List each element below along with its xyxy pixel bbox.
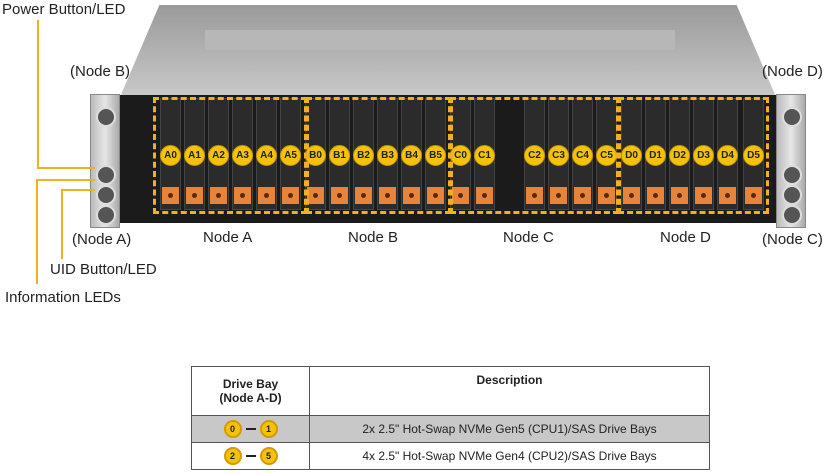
- bay-badge: 0: [223, 420, 242, 438]
- uid-leader-line: [61, 189, 95, 191]
- bay-badge: 5: [259, 447, 278, 465]
- node-c-box: [450, 97, 619, 214]
- drive-release-handle[interactable]: [574, 187, 591, 204]
- drive-release-handle[interactable]: [186, 187, 203, 204]
- drive-release-handle[interactable]: [210, 187, 227, 204]
- bay-label: A0: [160, 145, 181, 166]
- power-button[interactable]: [782, 165, 802, 185]
- bay-label: A3: [232, 145, 253, 166]
- bay-label: B5: [425, 145, 446, 166]
- drive-release-handle[interactable]: [647, 187, 664, 204]
- bay-label: B3: [377, 145, 398, 166]
- drive-release-handle[interactable]: [598, 187, 615, 204]
- node-b-label: Node B: [348, 229, 399, 246]
- uid-button[interactable]: [782, 185, 802, 205]
- power-callout: Power Button/LED: [2, 1, 126, 18]
- bay-label: D4: [717, 145, 738, 166]
- drive-release-handle[interactable]: [234, 187, 251, 204]
- bay-label: A1: [184, 145, 205, 166]
- node-a-label: Node A: [203, 229, 253, 246]
- bay-label: C2: [524, 145, 545, 166]
- drive-release-handle[interactable]: [526, 187, 543, 204]
- bay-label: D1: [645, 145, 666, 166]
- left-control-ear: [90, 94, 120, 228]
- power-leader-line: [37, 20, 39, 168]
- bay-label: D5: [743, 145, 764, 166]
- led-icon: [782, 107, 802, 127]
- node-c-callout: (Node C): [762, 231, 823, 248]
- right-control-ear: [776, 94, 806, 228]
- node-b-callout: (Node B): [70, 63, 131, 80]
- node-d-callout: (Node D): [762, 63, 823, 80]
- drive-release-handle[interactable]: [282, 187, 299, 204]
- drive-release-handle[interactable]: [331, 187, 348, 204]
- bay-label: C4: [572, 145, 593, 166]
- header-drive-bay: Drive Bay (Node A-D): [191, 366, 310, 416]
- drive-release-handle[interactable]: [719, 187, 736, 204]
- header-description: Description: [309, 366, 710, 416]
- bay-label: A4: [256, 145, 277, 166]
- bay-label: C5: [596, 145, 617, 166]
- info-leader-line: [36, 179, 95, 181]
- bay-badge: 1: [259, 420, 278, 438]
- bay-label: B0: [305, 145, 326, 166]
- chassis-vent: [205, 30, 675, 50]
- node-d-box: [618, 97, 769, 214]
- row-description: 4x 2.5" Hot-Swap NVMe Gen4 (CPU2)/SAS Dr…: [309, 442, 710, 470]
- bay-label: A5: [280, 145, 301, 166]
- power-leader-line: [37, 167, 95, 169]
- bay-label: D0: [621, 145, 642, 166]
- bay-label: B4: [401, 145, 422, 166]
- node-a-callout: (Node A): [72, 231, 132, 248]
- node-c-label: Node C: [503, 229, 554, 246]
- bay-label: C1: [474, 145, 495, 166]
- info-leds-callout: Information LEDs: [5, 289, 121, 306]
- uid-callout: UID Button/LED: [50, 261, 157, 278]
- drive-release-handle[interactable]: [403, 187, 420, 204]
- node-a-box: [153, 97, 307, 214]
- bay-label: D2: [669, 145, 690, 166]
- drive-release-handle[interactable]: [695, 187, 712, 204]
- uid-leader-line: [61, 189, 63, 259]
- bay-label: A2: [208, 145, 229, 166]
- screw-icon: [782, 205, 802, 225]
- drive-release-handle[interactable]: [745, 187, 762, 204]
- bay-label: B1: [329, 145, 350, 166]
- node-b-box: [306, 97, 451, 214]
- drive-release-handle[interactable]: [307, 187, 324, 204]
- drive-release-handle[interactable]: [671, 187, 688, 204]
- led-icon: [96, 107, 116, 127]
- uid-button[interactable]: [96, 185, 116, 205]
- bay-label: D3: [693, 145, 714, 166]
- drive-release-handle[interactable]: [452, 187, 469, 204]
- drive-release-handle[interactable]: [162, 187, 179, 204]
- drive-release-handle[interactable]: [427, 187, 444, 204]
- power-button[interactable]: [96, 165, 116, 185]
- bay-badge: 2: [223, 447, 242, 465]
- bay-label: B2: [353, 145, 374, 166]
- drive-release-handle[interactable]: [476, 187, 493, 204]
- drive-release-handle[interactable]: [623, 187, 640, 204]
- drive-release-handle[interactable]: [379, 187, 396, 204]
- screw-icon: [96, 205, 116, 225]
- bay-label: C3: [548, 145, 569, 166]
- drive-release-handle[interactable]: [550, 187, 567, 204]
- drive-release-handle[interactable]: [258, 187, 275, 204]
- node-d-label: Node D: [660, 229, 711, 246]
- row-description: 2x 2.5" Hot-Swap NVMe Gen5 (CPU1)/SAS Dr…: [309, 415, 710, 443]
- chassis-top: [120, 5, 776, 97]
- drive-release-handle[interactable]: [355, 187, 372, 204]
- info-leader-line: [36, 179, 38, 284]
